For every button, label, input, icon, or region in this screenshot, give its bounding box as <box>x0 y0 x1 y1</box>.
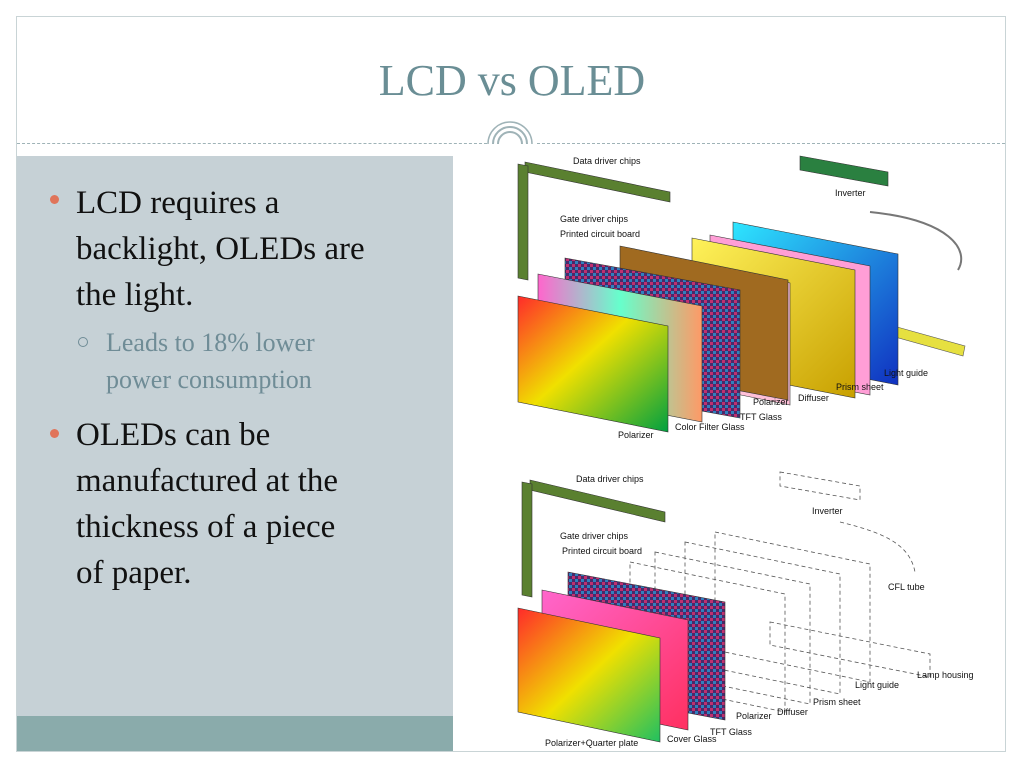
label-inverter: Inverter <box>835 188 866 198</box>
polarizer-quarter-layer <box>517 607 661 743</box>
bullet-1-line: LCD requires a <box>76 185 280 221</box>
bullet-2-line: of paper. <box>76 555 192 591</box>
oled-exploded-diagram: Data driver chips Inverter Gate driver c… <box>517 471 974 748</box>
data-driver-board <box>529 479 666 523</box>
lcd-exploded-diagram: Data driver chips Inverter Gate driver c… <box>517 155 966 440</box>
light-guide-rod <box>887 324 966 357</box>
slide-frame <box>16 16 1006 752</box>
label-cover-glass: Cover Glass <box>667 734 717 744</box>
bullet-1: LCD requires a backlight, OLEDs are the … <box>76 180 365 318</box>
label-polarizer: Polarizer <box>736 711 772 721</box>
bullet-2: OLEDs can be manufactured at the thickne… <box>76 412 338 596</box>
content-panel <box>17 156 453 716</box>
label-inverter: Inverter <box>812 506 843 516</box>
data-driver-board <box>524 161 671 203</box>
label-polarizer-quarter: Polarizer+Quarter plate <box>545 738 638 748</box>
label-light-guide: Light guide <box>884 368 928 378</box>
polarizer-front-layer <box>517 295 669 433</box>
bullet-1-line: the light. <box>76 277 194 313</box>
inverter-board <box>799 155 889 187</box>
gate-driver-board <box>517 163 529 281</box>
label-polarizer-front: Polarizer <box>618 430 654 440</box>
bullet-1-line: backlight, OLEDs are <box>76 231 365 267</box>
ornament-icon <box>485 121 535 166</box>
sub-bullet-1: Leads to 18% lower power consumption <box>106 324 315 398</box>
bullet-2-line: OLEDs can be <box>76 417 271 453</box>
bullet-dot <box>50 195 59 204</box>
bullet-dot <box>50 429 59 438</box>
title-divider-right <box>537 143 1005 144</box>
cfl-wire <box>869 211 963 271</box>
label-gate-driver: Gate driver chips <box>560 214 629 224</box>
bullet-2-line: manufactured at the <box>76 463 339 499</box>
label-pcb: Printed circuit board <box>562 546 642 556</box>
label-data-driver: Data driver chips <box>576 474 644 484</box>
label-prism-sheet: Prism sheet <box>813 697 861 707</box>
label-light-guide: Light guide <box>855 680 899 690</box>
label-color-filter: Color Filter Glass <box>675 422 745 432</box>
label-diffuser: Diffuser <box>777 707 808 717</box>
label-tft-glass: TFT Glass <box>710 727 752 737</box>
sub-bullet-line: power consumption <box>106 365 312 394</box>
gate-driver-board <box>521 481 533 598</box>
sub-bullet-ring <box>78 337 88 347</box>
label-lamp-housing: Lamp housing <box>917 670 974 680</box>
sub-bullet-line: Leads to 18% lower <box>106 328 315 357</box>
label-diffuser: Diffuser <box>798 393 829 403</box>
title-divider-left <box>17 143 487 144</box>
bullet-2-line: thickness of a piece <box>76 509 336 545</box>
label-tft-glass: TFT Glass <box>740 412 782 422</box>
label-gate-driver: Gate driver chips <box>560 531 629 541</box>
panel-footer-bar <box>17 716 453 751</box>
label-pcb: Printed circuit board <box>560 229 640 239</box>
label-prism-sheet: Prism sheet <box>836 382 884 392</box>
slide-title: LCD vs OLED <box>378 56 646 105</box>
label-cfl-tube: CFL tube <box>888 582 925 592</box>
label-polarizer-back: Polarizer <box>753 397 789 407</box>
label-data-driver: Data driver chips <box>573 156 641 166</box>
